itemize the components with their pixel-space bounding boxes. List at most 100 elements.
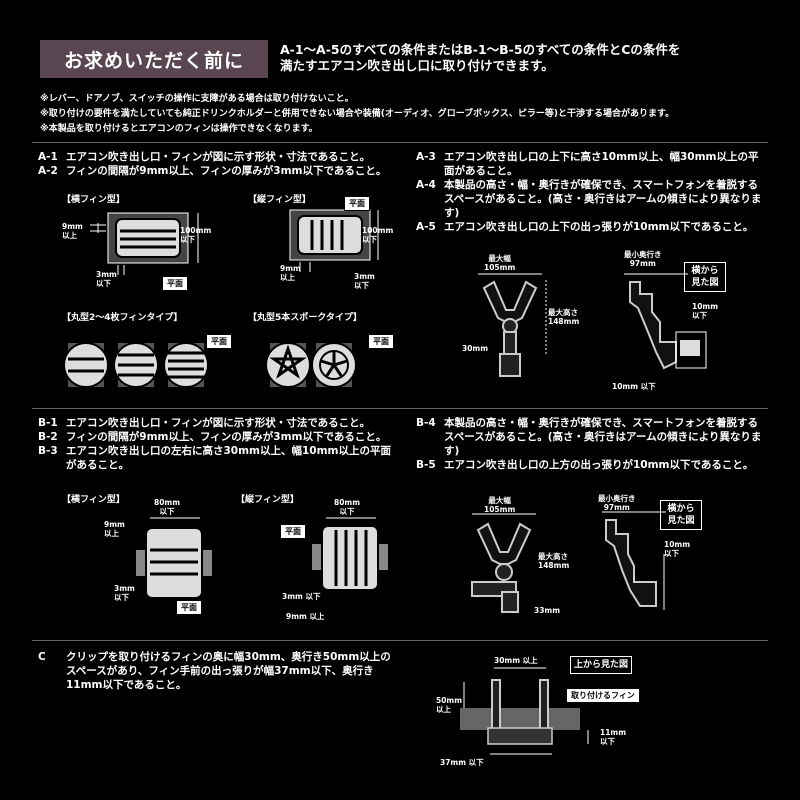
b-horizontal-fin-vent-diagram: [136, 517, 212, 599]
condition-b2: B-2 フィンの間隔が9mm以上、フィンの厚みが3mm以下であること。: [38, 430, 398, 444]
dim-caption: 最大幅: [488, 496, 511, 505]
holder-front-diagram-b: [471, 513, 536, 613]
dim-value: 100mm: [180, 226, 212, 235]
holder-front-diagram: [478, 273, 547, 377]
dim-qualifier: 以下: [354, 281, 369, 290]
condition-a1: A-1 エアコン吹き出し口・フィンが図に示す形状・寸法であること。: [38, 150, 398, 164]
dim-gap: 9mm 以上: [286, 612, 325, 621]
lead-text: A-1～A-5のすべての条件またはB-1～B-5のすべての条件とCの条件を 満た…: [280, 42, 760, 74]
divider: [32, 640, 768, 641]
dim-caption: 最大高さ: [538, 552, 568, 561]
condition-id: A-1: [38, 151, 58, 163]
dim-value: 11mm: [600, 728, 627, 737]
dim-qualifier: 以下: [600, 737, 615, 746]
holder-side-diagram: [624, 273, 707, 370]
dim-value: 100mm: [362, 226, 394, 235]
dim-value: 10mm: [664, 540, 691, 549]
dim-value: 97mm: [603, 503, 630, 512]
dim-value: 50mm: [436, 696, 463, 705]
flat-tag: 平面: [344, 196, 370, 211]
dim-value: 9mm: [104, 520, 125, 529]
page-title: お求めいただく前に: [40, 40, 268, 78]
dim-qualifier: 以下: [159, 507, 175, 516]
condition-id: A-3: [416, 151, 436, 163]
fig-label-horizontal-fin: 【横フィン型】: [62, 495, 125, 505]
condition-text: クリップを取り付けるフィンの奥に幅30mm、奥行き50mm以上のスペースがあり、…: [66, 651, 391, 691]
flat-tag: 平面: [280, 524, 306, 539]
dim-caption: 最大高さ: [548, 308, 578, 317]
fin-to-attach-tag: 取り付けるフィン: [566, 688, 640, 703]
condition-id: B-1: [38, 417, 58, 429]
dim-protrusion-bottom: 10mm 以下: [612, 382, 656, 391]
condition-id: B-2: [38, 431, 58, 443]
dim-qualifier: 以下: [96, 279, 111, 288]
condition-b3: B-3 エアコン吹き出し口の左右に高さ30mm以上、幅10mm以上の平面があること…: [38, 444, 398, 472]
dim-value: 9mm: [280, 264, 301, 273]
dim-value: 97mm: [629, 259, 656, 268]
vertical-fin-vent-diagram: [289, 209, 379, 272]
flat-tag: 平面: [206, 334, 232, 349]
note-item: ※本製品を取り付けるとエアコンのフィンは操作できなくなります。: [40, 124, 318, 134]
dim-value: 3mm: [96, 270, 117, 279]
notes: ※レバー、ドアノブ、スイッチの操作に支障がある場合は取り付けないこと。 ※取り付…: [40, 92, 770, 137]
dim-qualifier: 以下: [362, 235, 377, 244]
condition-text: エアコン吹き出し口・フィンが図に示す形状・寸法であること。: [66, 151, 371, 163]
flat-tag: 平面: [176, 600, 202, 615]
dim-qualifier: 以上: [280, 273, 295, 282]
condition-id: B-5: [416, 459, 436, 471]
divider: [32, 408, 768, 409]
dim-depth: 33mm: [534, 606, 561, 615]
dim-qualifier: 以下: [692, 311, 707, 320]
top-view-badge: 上から見た図: [570, 656, 633, 674]
condition-text: エアコン吹き出し口・フィンが図に示す形状・寸法であること。: [66, 417, 371, 429]
dim-caption: 最小奥行き: [624, 250, 662, 259]
condition-text: エアコン吹き出し口の上下の出っ張りが10mm以下であること。: [444, 221, 754, 233]
dim-width-front: 37mm 以下: [440, 758, 484, 767]
dim-value: 105mm: [484, 263, 516, 272]
holder-side-diagram-b: [602, 511, 666, 610]
dim-value: 9mm: [62, 222, 83, 231]
dim-value: 148mm: [548, 317, 580, 326]
condition-b1: B-1 エアコン吹き出し口・フィンが図に示す形状・寸法であること。: [38, 416, 398, 430]
divider: [32, 142, 768, 143]
condition-id: A-2: [38, 165, 58, 177]
condition-text: フィンの間隔が9mm以上、フィンの厚みが3mm以下であること。: [66, 431, 387, 443]
dim-value: 10mm: [692, 302, 719, 311]
condition-id: B-3: [38, 445, 58, 457]
lead-line-1: A-1～A-5のすべての条件またはB-1～B-5のすべての条件とCの条件を: [280, 42, 681, 57]
dim-qualifier: 以上: [104, 529, 119, 538]
dim-value: 3mm: [354, 272, 375, 281]
fig-label-horizontal-fin: 【横フィン型】: [62, 195, 125, 205]
condition-id: A-4: [416, 179, 436, 191]
dim-caption: 最小奥行き: [598, 494, 636, 503]
dim-value: 80mm: [334, 498, 361, 507]
top-view-clip-diagram: [460, 667, 589, 755]
lead-line-2: 満たすエアコン吹き出し口に取り付けできます。: [280, 58, 554, 73]
b-vertical-fin-vent-diagram: [312, 517, 388, 591]
condition-text: エアコン吹き出し口の左右に高さ30mm以上、幅10mm以上の平面があること。: [66, 445, 391, 471]
note-item: ※レバー、ドアノブ、スイッチの操作に支障がある場合は取り付けないこと。: [40, 94, 354, 104]
dim-depth: 30mm: [462, 344, 489, 353]
dim-width: 30mm 以上: [494, 656, 538, 665]
dim-value: 3mm: [114, 584, 135, 593]
condition-id: B-4: [416, 417, 436, 429]
